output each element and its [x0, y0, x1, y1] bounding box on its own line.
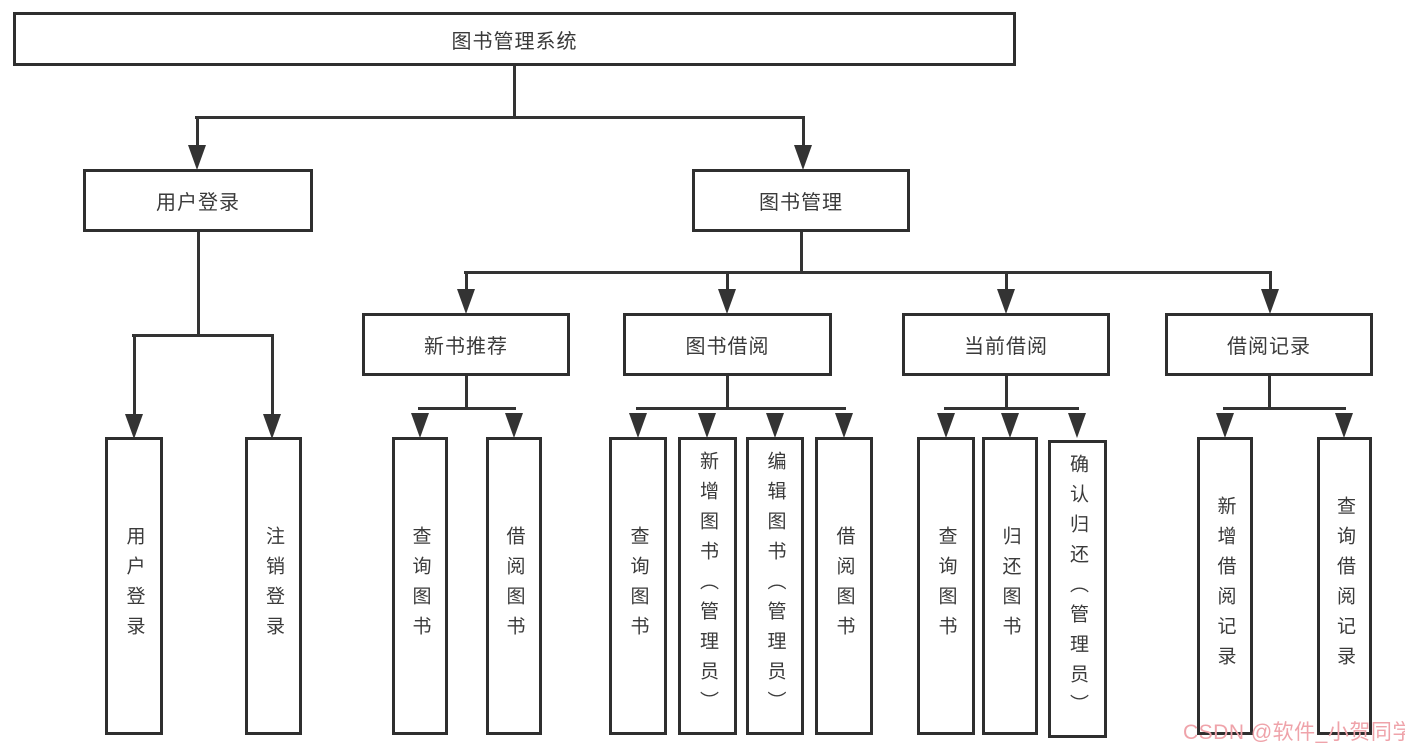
leaf-add-borrow-record: 新增借阅记录 — [1197, 437, 1253, 735]
node-label: 用户登录 — [156, 192, 240, 214]
arrowhead-down-icon — [263, 414, 281, 439]
node-label: 新书推荐 — [424, 336, 508, 358]
node-label: 归还图书 — [999, 526, 1021, 646]
node-label: 用户登录 — [123, 526, 145, 646]
node-borrowing-records: 借阅记录 — [1165, 313, 1373, 376]
node-book-borrowing: 图书借阅 — [623, 313, 832, 376]
arrowhead-down-icon — [937, 413, 955, 438]
edge-line-vertical — [799, 232, 803, 274]
arrowhead-down-icon — [1261, 289, 1279, 314]
node-label: 新增图书（管理员） — [697, 451, 718, 721]
edge-line-vertical — [464, 376, 468, 410]
node-current-borrowing: 当前借阅 — [902, 313, 1110, 376]
node-label: 查询图书 — [935, 526, 957, 646]
node-label: 借阅图书 — [503, 526, 525, 646]
arrowhead-down-icon — [835, 413, 853, 438]
arrowhead-down-icon — [1068, 413, 1086, 438]
leaf-borrow-books-borrowing: 借阅图书 — [815, 437, 873, 735]
node-label: 借阅图书 — [833, 526, 855, 646]
leaf-add-books-admin: 新增图书（管理员） — [678, 437, 737, 735]
node-label: 图书借阅 — [685, 336, 770, 358]
edge-line-vertical — [195, 117, 199, 152]
edge-line-vertical — [1267, 376, 1271, 410]
node-label: 确认归还（管理员） — [1067, 454, 1088, 724]
node-label: 图书管理系统 — [451, 30, 578, 53]
node-label: 图书管理 — [759, 192, 843, 214]
edge-line-horizontal — [418, 406, 516, 410]
node-new-book-recommendation: 新书推荐 — [362, 313, 570, 376]
leaf-confirm-return-admin: 确认归还（管理员） — [1048, 440, 1107, 738]
node-library-management-system: 图书管理系统 — [13, 12, 1016, 66]
edge-line-horizontal — [944, 406, 1079, 410]
edge-line-vertical — [270, 335, 274, 420]
leaf-query-borrow-record: 查询借阅记录 — [1317, 437, 1372, 735]
edge-line-vertical — [196, 232, 200, 337]
edge-line-horizontal — [1223, 406, 1346, 410]
arrowhead-down-icon — [411, 413, 429, 438]
node-label: 新增借阅记录 — [1214, 496, 1236, 676]
edge-line-vertical — [1004, 376, 1008, 410]
edge-line-vertical — [512, 66, 516, 118]
node-book-management: 图书管理 — [692, 169, 910, 232]
arrowhead-down-icon — [794, 145, 812, 170]
edge-line-vertical — [1268, 272, 1272, 297]
edge-line-horizontal — [636, 406, 846, 410]
leaf-borrow-books-recommend: 借阅图书 — [486, 437, 542, 735]
node-label: 注销登录 — [263, 526, 284, 646]
leaf-query-books-current: 查询图书 — [917, 437, 975, 735]
leaf-query-books-recommend: 查询图书 — [392, 437, 448, 735]
arrowhead-down-icon — [766, 413, 784, 438]
leaf-return-books: 归还图书 — [982, 437, 1038, 735]
node-label: 当前借阅 — [964, 336, 1048, 358]
arrowhead-down-icon — [997, 289, 1015, 314]
arrowhead-down-icon — [505, 413, 523, 438]
arrowhead-down-icon — [1216, 413, 1234, 438]
arrowhead-down-icon — [718, 289, 736, 314]
edge-line-vertical — [725, 272, 729, 297]
node-label: 编辑图书（管理员） — [764, 451, 786, 721]
node-label: 查询图书 — [627, 526, 649, 646]
leaf-user-login: 用户登录 — [105, 437, 163, 735]
edge-line-horizontal — [132, 333, 274, 337]
arrowhead-down-icon — [125, 414, 143, 439]
node-label: 查询借阅记录 — [1334, 496, 1355, 676]
arrowhead-down-icon — [1335, 413, 1353, 438]
arrowhead-down-icon — [1001, 413, 1019, 438]
edge-line-vertical — [1004, 272, 1008, 297]
edge-line-horizontal — [464, 270, 1272, 274]
leaf-logout: 注销登录 — [245, 437, 302, 735]
edge-line-vertical — [464, 272, 468, 297]
arrowhead-down-icon — [698, 413, 716, 438]
csdn-watermark: CSDN @软件_小贺同学 — [1183, 721, 1405, 744]
edge-line-vertical — [132, 335, 136, 420]
node-user-login: 用户登录 — [83, 169, 313, 232]
node-label: 借阅记录 — [1227, 336, 1311, 358]
edge-line-vertical — [725, 376, 729, 410]
arrowhead-down-icon — [188, 145, 206, 170]
arrowhead-down-icon — [629, 413, 647, 438]
node-label: 查询图书 — [409, 526, 431, 646]
edge-line-horizontal — [195, 115, 805, 119]
edge-line-vertical — [801, 117, 805, 152]
leaf-query-books-borrowing: 查询图书 — [609, 437, 667, 735]
arrowhead-down-icon — [457, 289, 475, 314]
leaf-edit-books-admin: 编辑图书（管理员） — [746, 437, 804, 735]
